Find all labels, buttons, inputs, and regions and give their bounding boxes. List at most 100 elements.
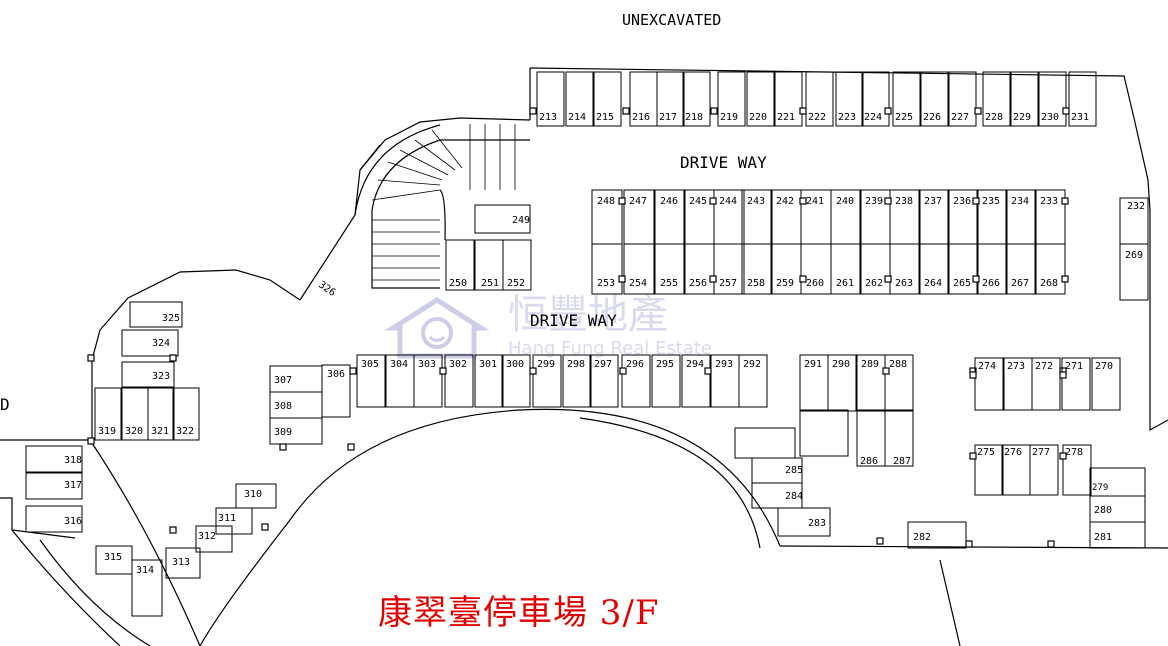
column-marker <box>87 354 95 362</box>
column-marker <box>618 197 626 205</box>
bay-number-270: 270 <box>1095 361 1113 372</box>
bay-number-229: 229 <box>1013 112 1031 123</box>
parking-bay-226 <box>920 71 949 127</box>
parking-bay-312 <box>195 525 233 553</box>
bay-number-235: 235 <box>982 196 1000 207</box>
parking-bay-300 <box>501 354 531 408</box>
bay-number-301: 301 <box>479 359 497 370</box>
column-marker <box>882 367 890 375</box>
bay-number-256: 256 <box>689 278 707 289</box>
bay-number-219: 219 <box>720 112 738 123</box>
bay-number-224: 224 <box>864 112 882 123</box>
column-marker <box>884 197 892 205</box>
bay-number-262: 262 <box>865 278 883 289</box>
bay-number-247: 247 <box>629 196 647 207</box>
bay-number-215: 215 <box>596 112 614 123</box>
bay-number-242: 242 <box>776 196 794 207</box>
bay-number-283: 283 <box>808 518 826 529</box>
drive-way-label-upper: DRIVE WAY <box>680 153 767 172</box>
bay-number-232: 232 <box>1127 201 1145 212</box>
parking-bay-278 <box>1062 444 1092 496</box>
bay-number-289: 289 <box>861 359 879 370</box>
bay-number-304: 304 <box>390 359 408 370</box>
bay-number-282: 282 <box>913 532 931 543</box>
bay-number-325: 325 <box>162 313 180 324</box>
bay-number-240: 240 <box>836 196 854 207</box>
bay-number-245: 245 <box>689 196 707 207</box>
column-marker <box>622 107 630 115</box>
watermark: 恒豐地產 Hang Fung Real Estate <box>384 292 712 359</box>
parking-bay-270 <box>1091 357 1121 411</box>
bay-number-249: 249 <box>512 215 530 226</box>
parking-bay-301 <box>474 354 504 408</box>
bay-number-277: 277 <box>1032 447 1050 458</box>
bay-number-236: 236 <box>953 196 971 207</box>
parking-bay-222 <box>805 71 834 127</box>
column-marker <box>347 443 355 451</box>
bay-number-276: 276 <box>1004 447 1022 458</box>
bay-number-290: 290 <box>832 359 850 370</box>
column-marker <box>799 107 807 115</box>
bay-number-318: 318 <box>64 455 82 466</box>
bay-number-225: 225 <box>895 112 913 123</box>
bay-number-260: 260 <box>806 278 824 289</box>
column-marker <box>529 107 537 115</box>
bay-number-323: 323 <box>152 371 170 382</box>
walls <box>0 67 1168 646</box>
parking-bay-272 <box>1031 357 1061 411</box>
parking-bay-227 <box>948 71 977 127</box>
parking-bay-275 <box>974 444 1004 496</box>
bay-number-284: 284 <box>785 491 803 502</box>
column-marker <box>439 367 447 375</box>
parking-bay-313 <box>165 547 201 579</box>
parking-bay-303 <box>413 354 443 408</box>
bay-number-294: 294 <box>686 359 704 370</box>
column-marker <box>349 367 357 375</box>
parking-bay-266 <box>976 243 1008 295</box>
parking-bay-218 <box>682 71 711 127</box>
bay-number-248: 248 <box>597 196 615 207</box>
column-marker <box>709 197 717 205</box>
parking-bay-220 <box>746 71 775 127</box>
bay-number-244: 244 <box>719 196 737 207</box>
column-marker <box>1047 540 1055 548</box>
bay-number-286: 286 <box>860 456 878 467</box>
parking-bay-250 <box>445 239 475 291</box>
bay-number-264: 264 <box>924 278 942 289</box>
parking-bay-217 <box>656 71 685 127</box>
column-marker <box>1059 371 1067 379</box>
stair-core <box>799 409 849 457</box>
bay-number-326: 326 <box>316 279 337 298</box>
bay-number-246: 246 <box>660 196 678 207</box>
parking-bay-287 <box>884 409 914 467</box>
bay-number-233: 233 <box>1040 196 1058 207</box>
bay-number-280: 280 <box>1094 505 1112 516</box>
parking-bay-295 <box>651 354 681 408</box>
bay-number-221: 221 <box>777 112 795 123</box>
bay-number-255: 255 <box>660 278 678 289</box>
bay-number-300: 300 <box>506 359 524 370</box>
bay-number-273: 273 <box>1007 361 1025 372</box>
bay-number-216: 216 <box>632 112 650 123</box>
bay-number-238: 238 <box>895 196 913 207</box>
parking-bay-229 <box>1010 71 1039 127</box>
bay-number-302: 302 <box>449 359 467 370</box>
column-marker <box>709 275 717 283</box>
bay-number-292: 292 <box>743 359 761 370</box>
parking-bay-282 <box>907 521 967 549</box>
bay-number-254: 254 <box>629 278 647 289</box>
parking-bay-224 <box>861 71 890 127</box>
column-marker <box>799 275 807 283</box>
parking-bay-311 <box>215 507 253 535</box>
parking-bay-322 <box>172 387 200 441</box>
parking-bay-290 <box>827 354 857 412</box>
parking-bay-284 <box>751 482 803 509</box>
bay-number-316: 316 <box>64 516 82 527</box>
bay-number-314: 314 <box>136 565 154 576</box>
bay-number-220: 220 <box>749 112 767 123</box>
bay-number-214: 214 <box>568 112 586 123</box>
bay-number-275: 275 <box>977 447 995 458</box>
bay-number-315: 315 <box>104 552 122 563</box>
bay-number-320: 320 <box>125 426 143 437</box>
